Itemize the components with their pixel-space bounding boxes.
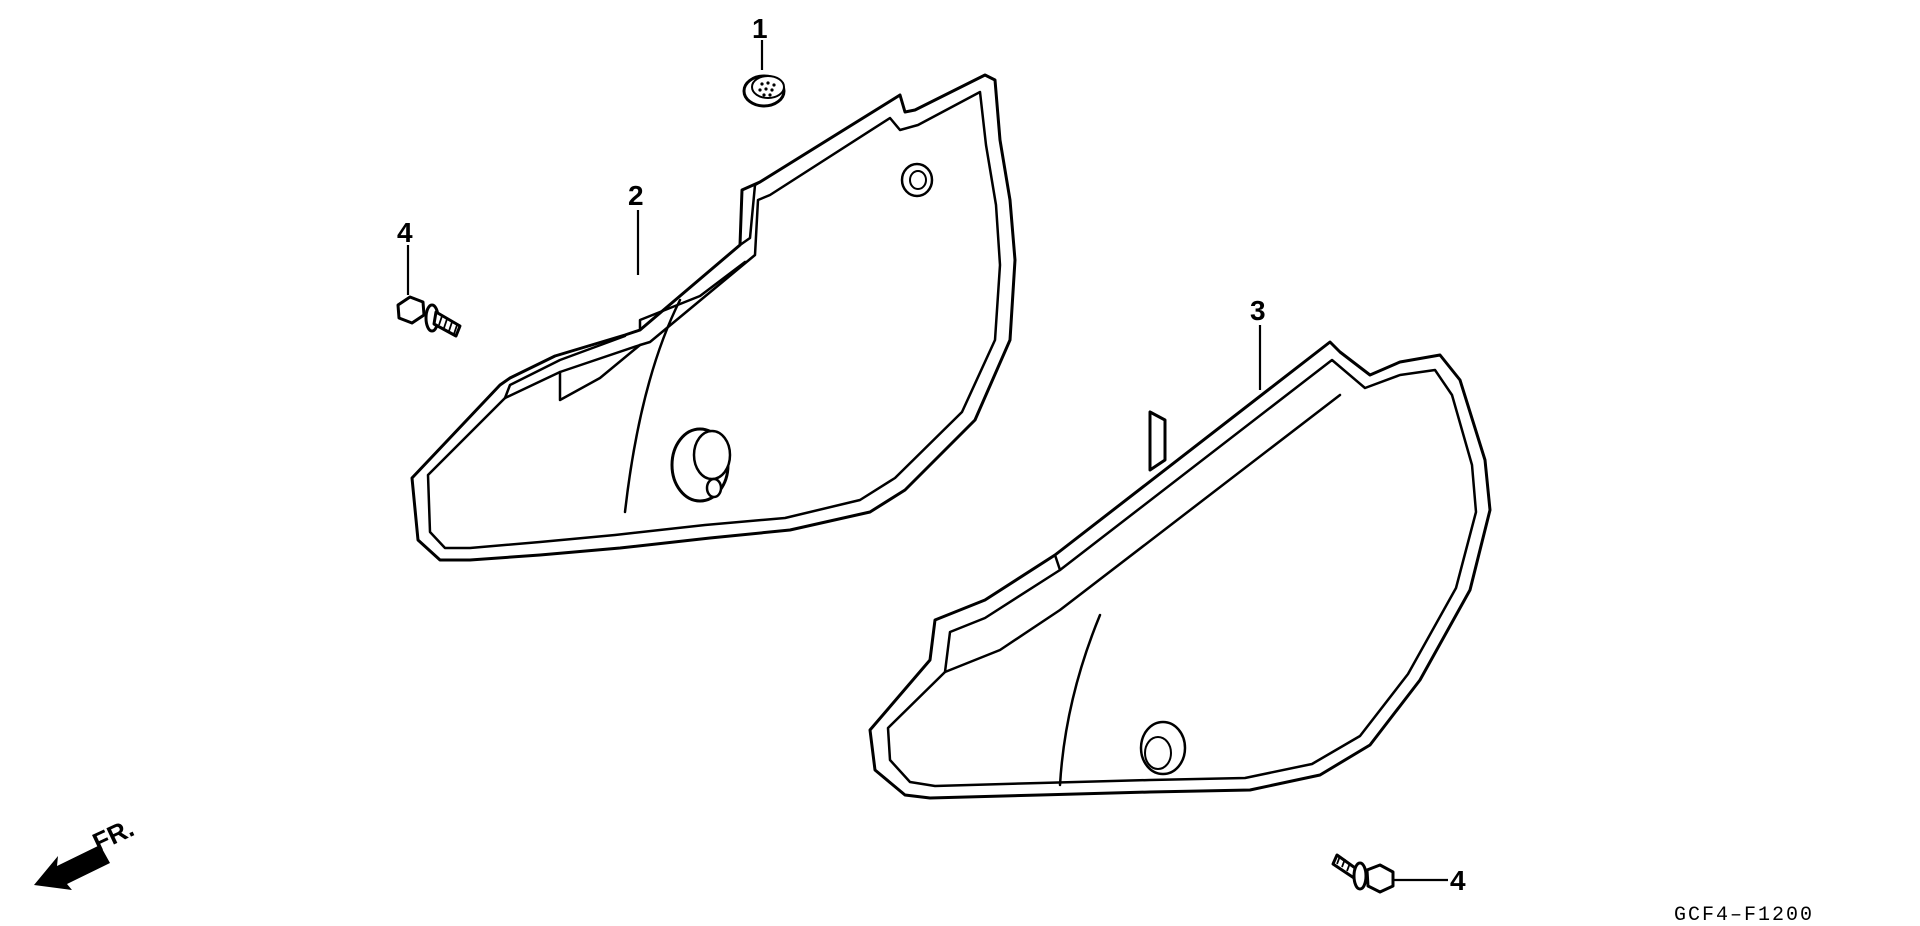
front-direction-arrow-icon xyxy=(34,845,110,890)
bolt-part-4-left[interactable] xyxy=(396,295,462,338)
callout-2: 2 xyxy=(628,180,644,211)
callout-3: 3 xyxy=(1250,295,1266,326)
grommet-part-1[interactable] xyxy=(742,74,786,108)
callout-1: 1 xyxy=(752,13,768,44)
side-cover-right-part-3[interactable] xyxy=(868,340,1492,800)
side-cover-left-part-2[interactable] xyxy=(410,73,1017,562)
callout-4-right: 4 xyxy=(1450,865,1466,896)
callout-4-left: 4 xyxy=(397,217,413,248)
drawing-code: GCF4–F1200 xyxy=(1674,904,1814,926)
bolt-part-4-right[interactable] xyxy=(1331,853,1395,894)
